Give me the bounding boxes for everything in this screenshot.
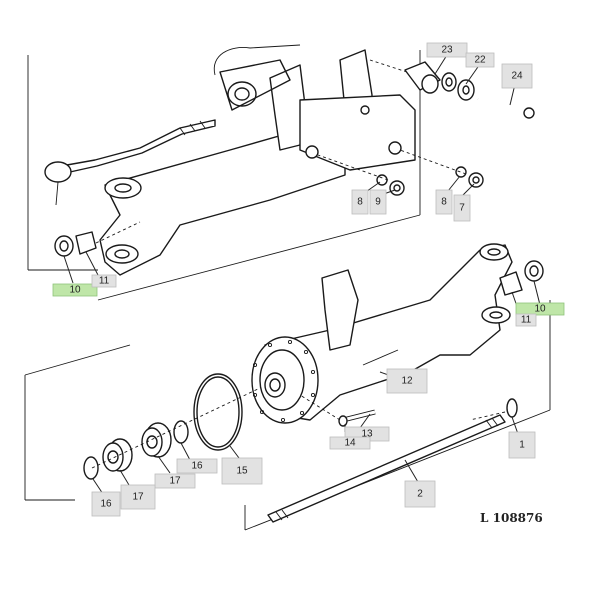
svg-text:11: 11 bbox=[521, 315, 532, 326]
svg-text:16: 16 bbox=[191, 461, 203, 472]
svg-text:8: 8 bbox=[441, 197, 447, 208]
svg-text:15: 15 bbox=[236, 466, 248, 477]
callout-11-right: 11 bbox=[515, 313, 537, 327]
upper-axle-support bbox=[44, 44, 416, 276]
callout-8-upper-right: 8 bbox=[435, 189, 453, 215]
callout-10-right: 10 bbox=[515, 302, 565, 316]
upper-small-parts bbox=[54, 59, 535, 257]
callout-16-right: 16 bbox=[176, 458, 218, 474]
svg-text:16: 16 bbox=[100, 499, 112, 510]
lower-small-parts bbox=[83, 260, 544, 523]
svg-text:1: 1 bbox=[519, 440, 525, 451]
callout-17-left: 17 bbox=[120, 484, 156, 510]
svg-text:12: 12 bbox=[401, 376, 413, 387]
callout-11-left: 11 bbox=[91, 274, 117, 288]
callout-17-right: 17 bbox=[154, 473, 196, 489]
callout-10-left: 10 bbox=[52, 283, 98, 297]
callout-22: 22 bbox=[465, 52, 495, 68]
callout-1: 1 bbox=[508, 431, 536, 459]
svg-text:13: 13 bbox=[361, 429, 373, 440]
svg-text:8: 8 bbox=[357, 197, 363, 208]
callout-12: 12 bbox=[386, 368, 428, 394]
svg-text:10: 10 bbox=[69, 285, 81, 296]
callout-23: 23 bbox=[426, 42, 468, 58]
svg-text:9: 9 bbox=[375, 197, 381, 208]
callout-2: 2 bbox=[404, 480, 436, 508]
svg-text:17: 17 bbox=[132, 492, 144, 503]
svg-text:14: 14 bbox=[344, 438, 356, 449]
callout-8-upper-left: 8 bbox=[351, 189, 369, 215]
callout-16-left: 16 bbox=[91, 491, 121, 517]
callout-15: 15 bbox=[221, 457, 263, 485]
callout-14: 14 bbox=[329, 436, 371, 450]
svg-text:24: 24 bbox=[511, 71, 523, 82]
drawing-reference-number: L 108876 bbox=[480, 511, 543, 525]
svg-text:11: 11 bbox=[99, 276, 110, 287]
svg-text:2: 2 bbox=[417, 489, 423, 500]
callout-9: 9 bbox=[369, 189, 387, 215]
callout-7: 7 bbox=[453, 194, 471, 222]
svg-text:23: 23 bbox=[441, 45, 453, 56]
svg-text:22: 22 bbox=[474, 55, 486, 66]
svg-text:10: 10 bbox=[534, 304, 546, 315]
callout-24: 24 bbox=[501, 63, 533, 89]
lower-axle-housing bbox=[251, 243, 513, 424]
svg-text:17: 17 bbox=[169, 476, 181, 487]
svg-text:7: 7 bbox=[459, 203, 465, 214]
